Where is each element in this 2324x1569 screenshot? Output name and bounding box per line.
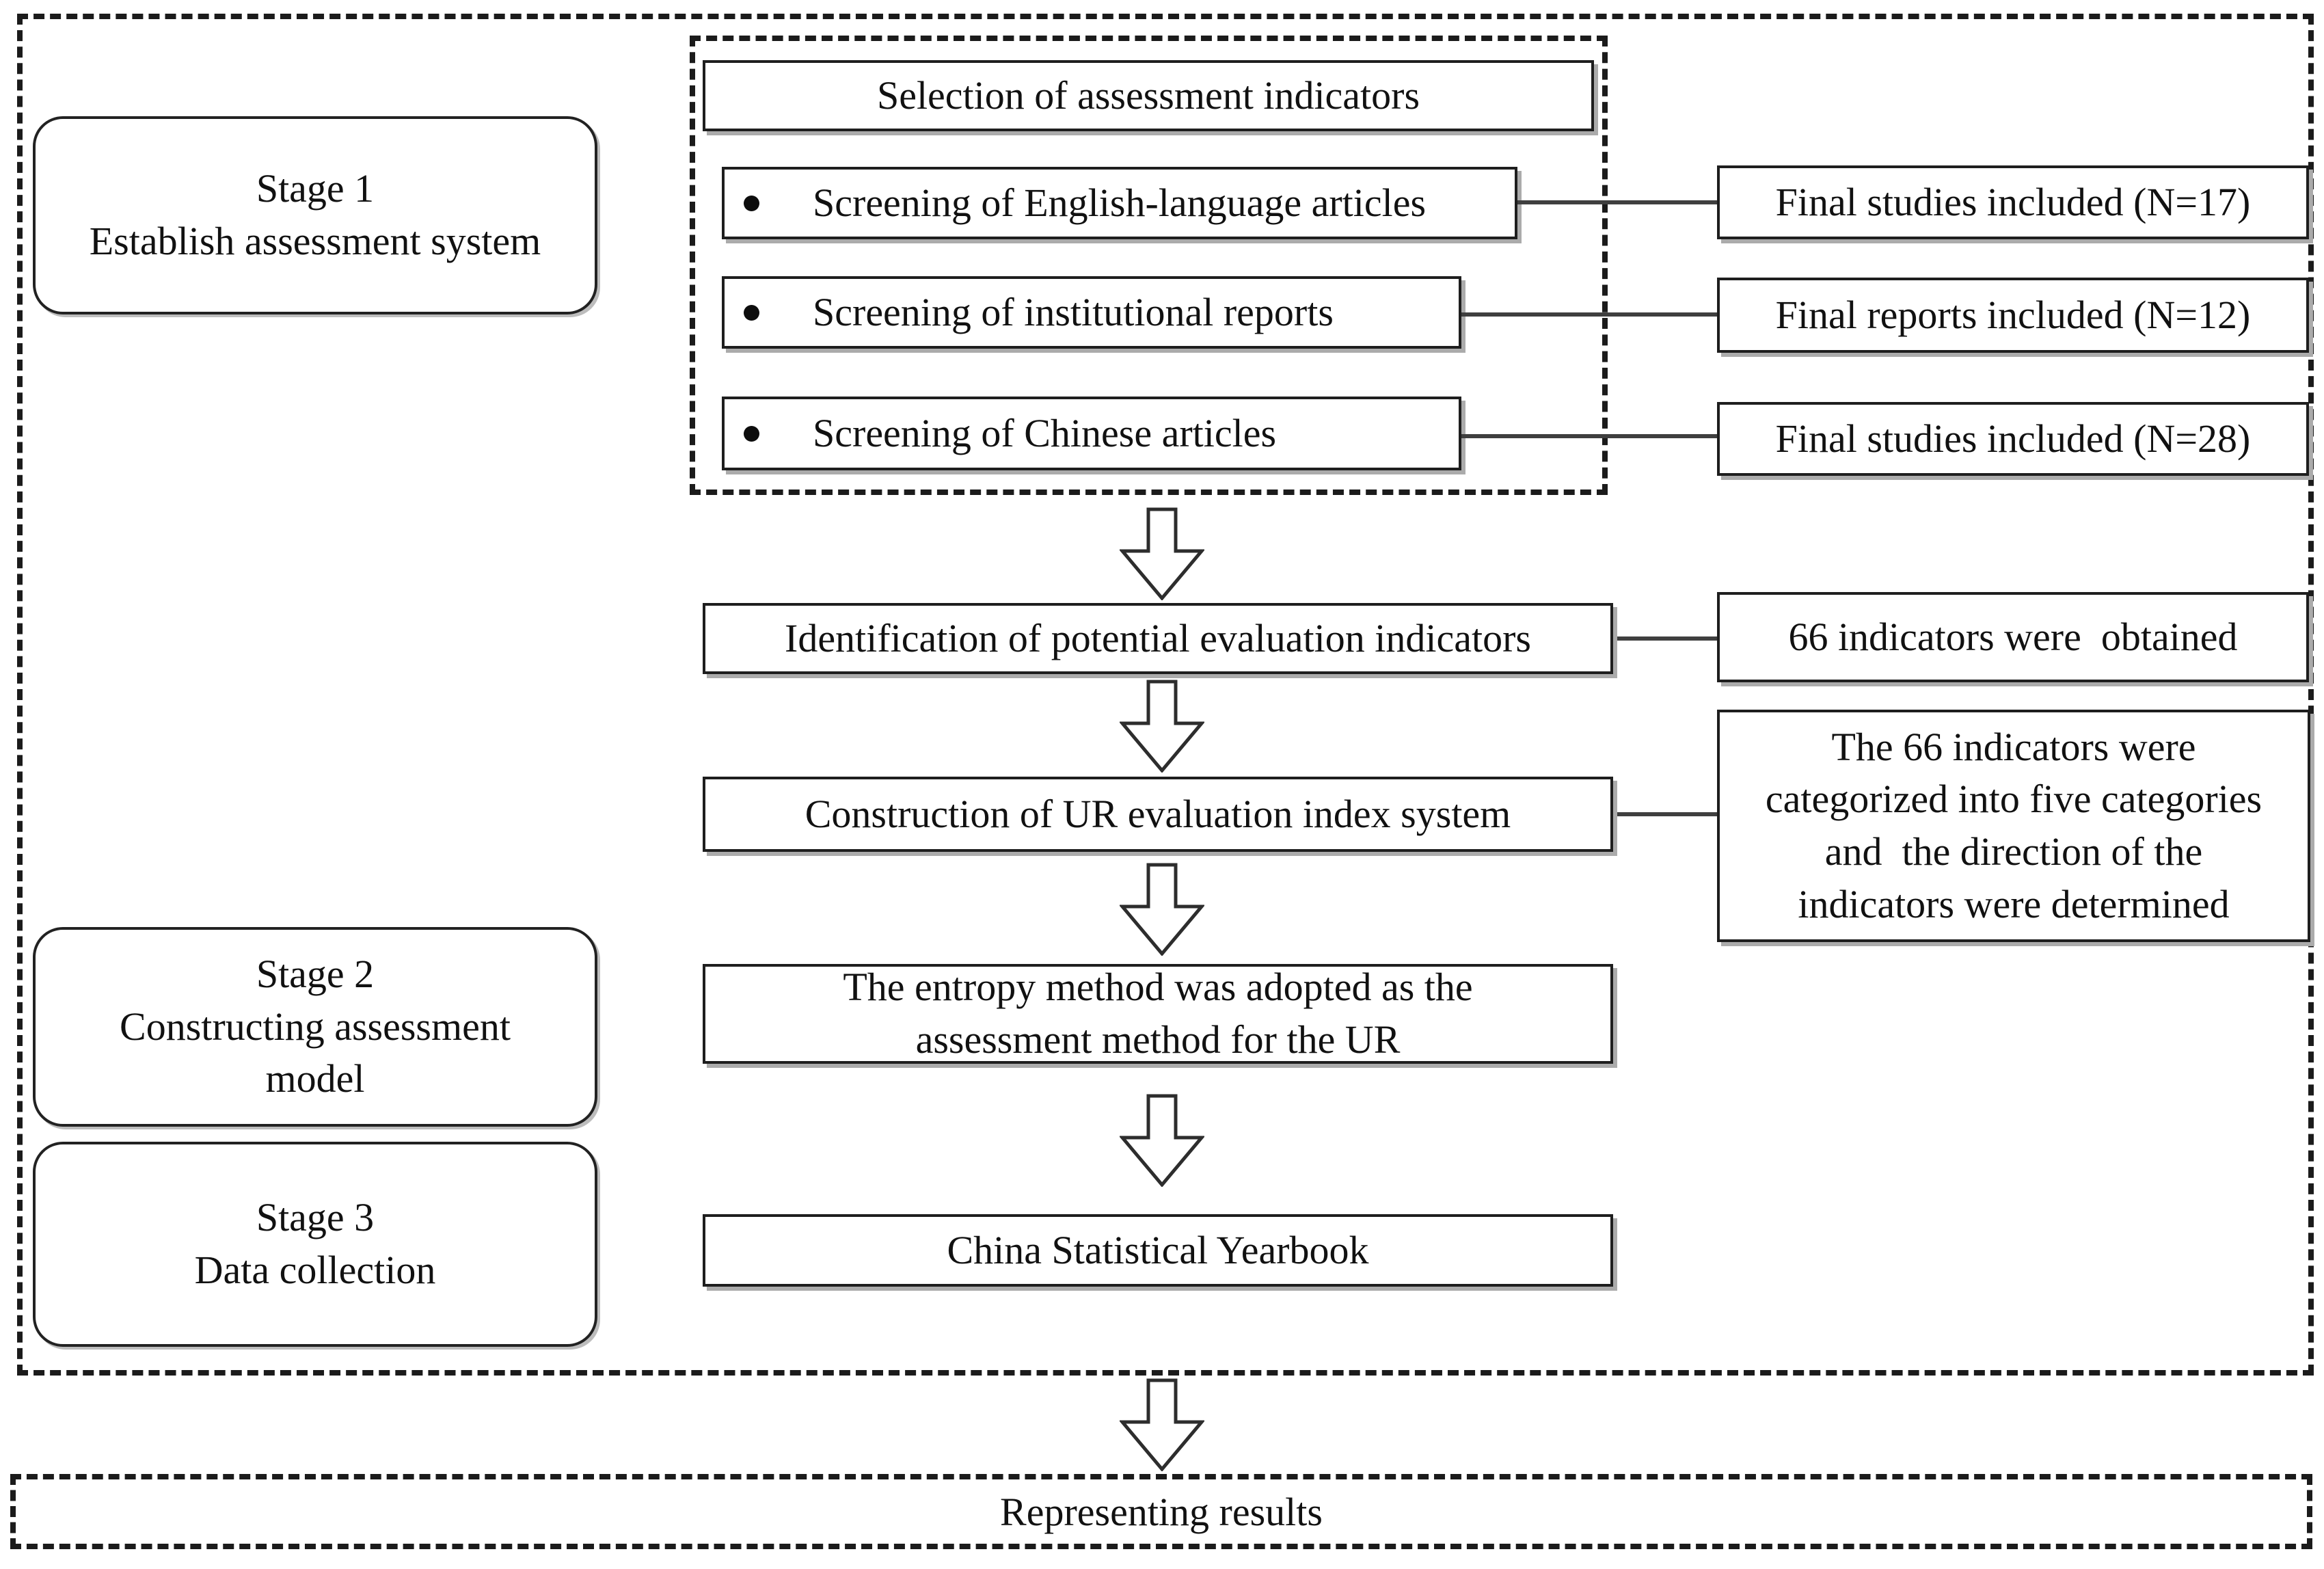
down-arrow-icon — [1120, 863, 1204, 956]
final-reports-n12-label: Final reports included (N=12) — [1775, 292, 2251, 337]
bullet-icon — [744, 195, 759, 211]
representing-results-label: Representing results — [1000, 1489, 1323, 1534]
stage-2-box: Stage 2 Constructing assessment model — [33, 927, 597, 1127]
screening-chinese-articles-label: Screening of Chinese articles — [813, 410, 1277, 455]
indicators-obtained-box: 66 indicators were obtained — [1717, 592, 2309, 682]
final-reports-n12-box: Final reports included (N=12) — [1717, 278, 2309, 353]
methodology-outer-dashed-box — [17, 14, 2314, 1376]
screening-institutional-reports-label: Screening of institutional reports — [813, 289, 1334, 334]
china-statistical-yearbook-label: China Statistical Yearbook — [947, 1227, 1369, 1272]
down-arrow-icon — [1120, 507, 1204, 600]
construction-label: Construction of UR evaluation index syst… — [805, 791, 1511, 836]
indicators-obtained-label: 66 indicators were obtained — [1788, 614, 2238, 659]
screening-english-articles-box: Screening of English-language articles — [722, 167, 1517, 239]
selection-indicators-title-box: Selection of assessment indicators — [703, 60, 1594, 131]
connector-line-construction-to-note — [1613, 812, 1717, 816]
identification-box: Identification of potential evaluation i… — [703, 603, 1613, 674]
stage-2-label: Stage 2 Constructing assessment model — [120, 952, 511, 1101]
bullet-icon — [744, 425, 759, 442]
categorization-note-label: The 66 indicators were categorized into … — [1765, 724, 2262, 926]
representing-results-dashed-box: Representing results — [10, 1474, 2312, 1549]
stage-3-box: Stage 3 Data collection — [33, 1142, 597, 1347]
stage-1-box: Stage 1 Establish assessment system — [33, 116, 597, 314]
connector-line-chinese-to-result — [1461, 434, 1717, 438]
screening-english-articles-label: Screening of English-language articles — [813, 180, 1427, 225]
down-arrow-icon — [1120, 1378, 1204, 1471]
down-arrow-icon — [1120, 1094, 1204, 1187]
selection-indicators-dashed-box — [690, 36, 1608, 495]
final-studies-n17-box: Final studies included (N=17) — [1717, 165, 2309, 239]
screening-chinese-articles-box: Screening of Chinese articles — [722, 397, 1461, 470]
final-studies-n28-box: Final studies included (N=28) — [1717, 402, 2309, 476]
construction-box: Construction of UR evaluation index syst… — [703, 777, 1613, 852]
down-arrow-icon — [1120, 680, 1204, 773]
connector-line-english-to-result — [1517, 200, 1717, 204]
selection-indicators-title: Selection of assessment indicators — [876, 72, 1420, 118]
identification-label: Identification of potential evaluation i… — [785, 615, 1531, 660]
final-studies-n17-label: Final studies included (N=17) — [1775, 179, 2251, 224]
entropy-method-label: The entropy method was adopted as the as… — [843, 965, 1473, 1062]
china-statistical-yearbook-box: China Statistical Yearbook — [703, 1214, 1613, 1287]
stage-3-label: Stage 3 Data collection — [194, 1195, 436, 1292]
final-studies-n28-label: Final studies included (N=28) — [1775, 416, 2251, 461]
connector-line-identification-to-result — [1613, 636, 1717, 641]
screening-institutional-reports-box: Screening of institutional reports — [722, 276, 1461, 349]
entropy-method-box: The entropy method was adopted as the as… — [703, 964, 1613, 1064]
categorization-note-box: The 66 indicators were categorized into … — [1717, 710, 2310, 942]
stage-1-label: Stage 1 Establish assessment system — [89, 166, 541, 263]
bullet-icon — [744, 304, 759, 321]
connector-line-reports-to-result — [1461, 312, 1717, 317]
